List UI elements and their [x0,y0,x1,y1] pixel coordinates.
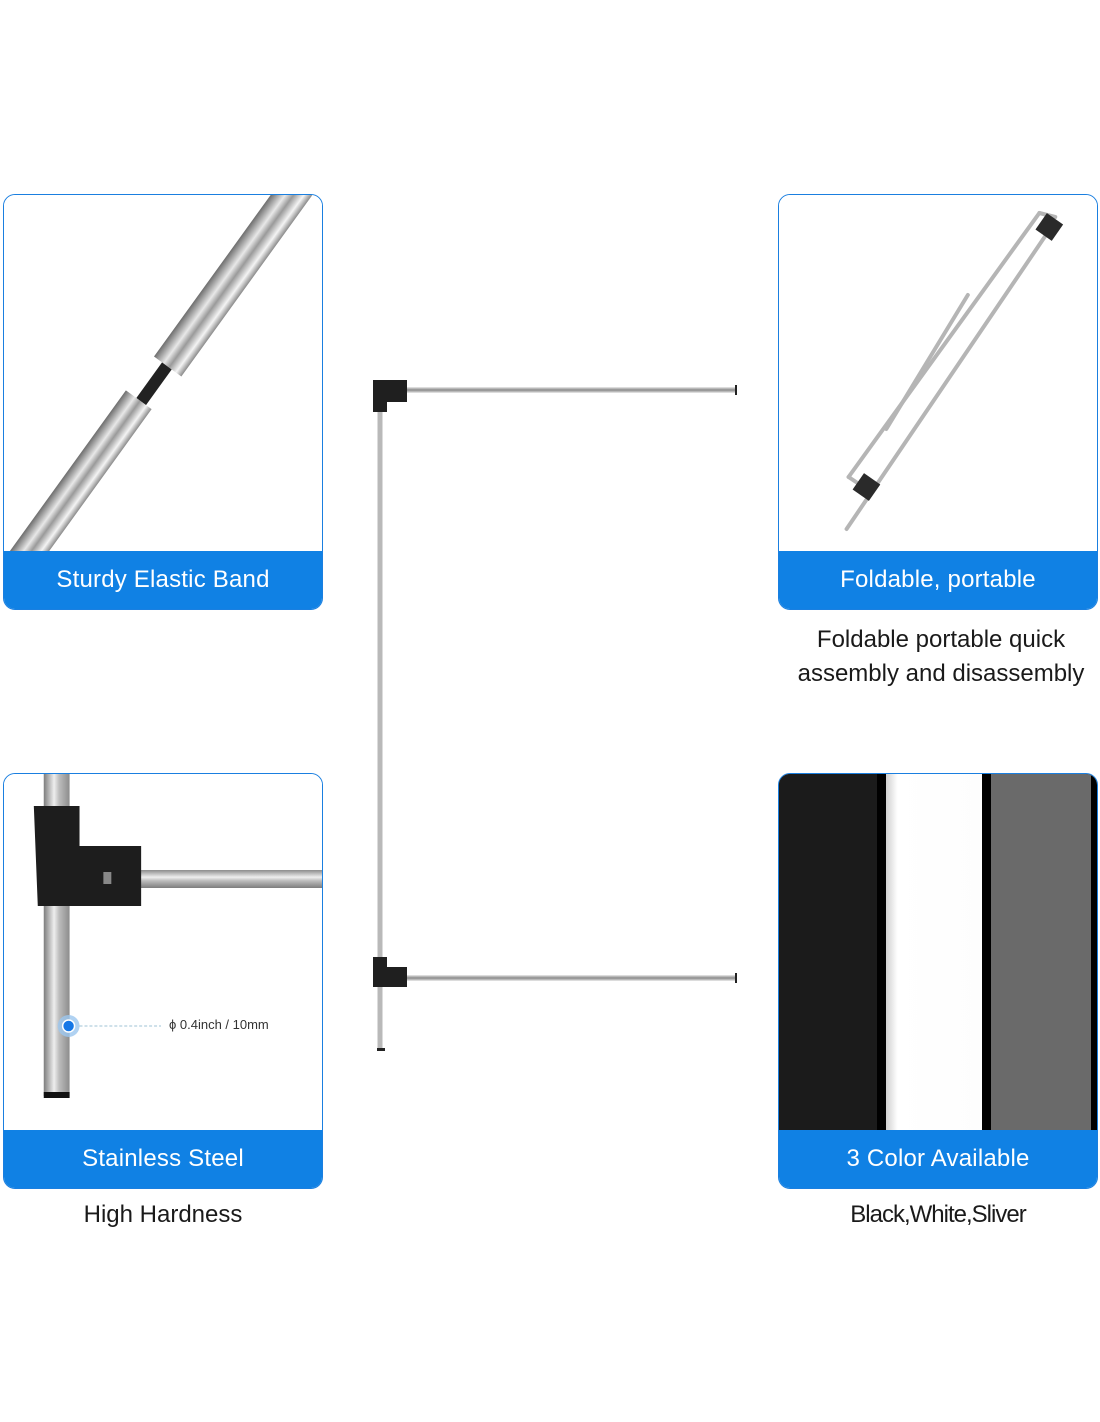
swatch-white [886,774,982,1134]
feature-caption-steel: High Hardness [83,1201,243,1228]
lower-pole [4,390,152,551]
folded-frame-photo [779,195,1097,551]
bottom-corner-connector [373,957,407,987]
corner-connector [33,806,142,906]
elastic-band-photo [4,195,322,551]
feature-title: Sturdy Elastic Band [4,551,322,609]
feature-caption-foldable: Foldable portable quick assembly and dis… [797,626,1085,687]
swatch-black [779,774,877,1134]
top-corner-connector [373,380,407,412]
feature-card-elastic-band: Sturdy Elastic Band [3,194,323,610]
color-swatches [779,774,1097,1134]
diameter-label: ϕ 0.4inch / 10mm [169,1017,269,1032]
feature-card-foldable: Foldable, portable [778,194,1098,610]
swatch-silver [991,774,1091,1134]
elastic-cord [136,362,172,406]
feature-title: Foldable, portable [779,551,1097,609]
steel-pole-photo: ϕ 0.4inch / 10mm [4,774,322,1132]
feature-title: Stainless Steel [4,1130,322,1188]
feature-card-colors: 3 Color Available [778,773,1098,1189]
feature-caption-colors: Black,White,Sliver [850,1201,1026,1228]
feature-title: 3 Color Available [779,1130,1097,1188]
feature-card-stainless-steel: ϕ 0.4inch / 10mm Stainless Steel [3,773,323,1189]
upper-pole [154,195,316,377]
backdrop-frame-illustration [360,370,750,1060]
